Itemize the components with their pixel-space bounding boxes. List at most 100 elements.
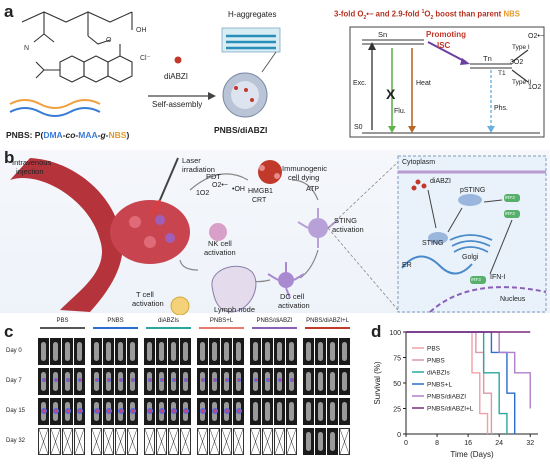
type1-arrow — [511, 49, 529, 63]
irf3-label-1: IRF3 — [505, 195, 515, 200]
mouse-image-cell — [233, 428, 244, 455]
mouse-image-cell — [274, 338, 285, 365]
mouse-silhouette — [318, 342, 323, 361]
mouse-silhouette — [212, 342, 217, 361]
mouse-image-cell — [209, 338, 220, 365]
tumor-signal — [224, 378, 229, 382]
mouse-silhouette — [224, 342, 229, 361]
mouse-image-cell — [286, 398, 297, 425]
mouse-image-cell — [91, 338, 102, 365]
legend-label: PNBS — [427, 358, 445, 365]
mouse-image-cell — [339, 398, 350, 425]
group-label: PBS — [56, 318, 69, 324]
group-color-bar — [252, 327, 297, 329]
mouse-image-cell — [115, 368, 126, 395]
polymer-g: -g- — [97, 130, 109, 140]
mouse-image-cell — [115, 428, 126, 455]
panel-c-letter: c — [4, 322, 14, 341]
mouse-image-cell — [274, 398, 285, 425]
mouse-image-cell — [62, 398, 73, 425]
mouse-image-cell — [303, 428, 314, 455]
x-axis-label: Time (Days) — [450, 450, 494, 459]
legend-label: PBS — [427, 346, 441, 353]
dc-cell-graphic — [267, 262, 305, 299]
mouse-silhouette — [41, 342, 46, 361]
mouse-image-cell — [103, 338, 114, 365]
mouse-image-cell — [250, 368, 261, 395]
immunogenic-label: Immunogenic — [282, 164, 328, 173]
mouse-image-cell — [339, 428, 350, 455]
mouse-image-cell — [262, 428, 273, 455]
tumor-signal — [170, 408, 177, 414]
mouse-image-cell — [286, 428, 297, 455]
promoting-label: Promoting — [426, 30, 466, 39]
polymer-formula: PNBS: P(DMA-co-MAA-g-NBS) — [6, 130, 129, 140]
laser-fiber — [159, 157, 179, 201]
irf3-label-3: IRF3 — [471, 277, 481, 282]
sting-label: STING — [422, 240, 444, 247]
mouse-image-cell — [38, 428, 49, 455]
mouse-image-cell — [168, 428, 179, 455]
mouse-silhouette — [130, 342, 135, 361]
mouse-image-cell — [62, 428, 73, 455]
fluorescence-quenched-mark: X — [386, 86, 396, 102]
pdt-label: PDT — [206, 172, 221, 181]
mouse-image-cell — [74, 398, 85, 425]
mouse-image-cell — [315, 368, 326, 395]
diabzi-dot-2 — [421, 183, 427, 189]
arrow-sting-to-psting — [447, 207, 463, 233]
group-color-bar — [93, 327, 138, 329]
mouse-image-cell — [221, 428, 232, 455]
h-aggregates-stacks — [226, 34, 276, 50]
tumor-signal — [212, 378, 217, 382]
er-label: ER — [402, 262, 412, 269]
superoxide-label: O2•− — [212, 182, 228, 189]
diabzi-cytoplasm-label: diABZI — [430, 178, 452, 185]
mouse-image-cell — [115, 398, 126, 425]
tumor-signal — [183, 378, 188, 382]
assembly-arrowhead — [208, 92, 216, 100]
isc-label: ISC — [437, 41, 451, 50]
dying-cell-graphic — [258, 160, 282, 184]
mouse-silhouette — [306, 402, 311, 421]
diabzi-dot-3 — [411, 185, 417, 191]
mouse-silhouette — [253, 402, 258, 421]
day-label: Day 0 — [6, 348, 22, 354]
jablonski-tn: Tn — [483, 54, 492, 63]
legend-label: PNBS/diABZI+L — [427, 406, 474, 413]
mouse-image-cell — [127, 398, 138, 425]
mouse-image-cell — [250, 428, 261, 455]
polymer-maa: MAA — [78, 130, 98, 140]
mouse-image-cell — [50, 338, 61, 365]
mouse-silhouette — [118, 342, 123, 361]
mouse-silhouette — [236, 342, 241, 361]
y-tick-label: 25 — [393, 407, 401, 414]
irradiation-label: irradiation — [182, 165, 215, 174]
arrow-sting-to-dc — [299, 249, 319, 279]
mouse-image-cell — [262, 398, 273, 425]
legend-label: diABZIs — [427, 370, 451, 377]
jablonski-s0: S0 — [354, 124, 363, 131]
energy-levels — [362, 39, 540, 134]
nanoparticle-graphic — [222, 72, 268, 118]
flu-label: Flu. — [394, 108, 406, 115]
mouse-silhouette — [171, 342, 176, 361]
diabzi-label: diABZI — [164, 72, 189, 81]
o2-radical-label: O2•− — [528, 33, 544, 40]
mouse-silhouette — [289, 342, 294, 361]
day-label: Day 32 — [6, 438, 26, 444]
type2-arrow — [511, 69, 529, 83]
mouse-image-cell — [103, 398, 114, 425]
mouse-image-cell — [197, 428, 208, 455]
mouse-image-cell — [144, 338, 155, 365]
tumor-signal — [117, 408, 124, 414]
mouse-silhouette — [77, 342, 82, 361]
panel-a-letter: a — [4, 2, 14, 21]
tumor-signal — [40, 408, 47, 414]
cell-dying-label: cell dying — [288, 173, 320, 182]
sting-activation-label-2: activation — [332, 225, 364, 234]
tumor-signal — [93, 408, 100, 414]
tumor-signal — [94, 378, 99, 382]
tumor-signal — [118, 378, 123, 382]
mouse-image-cell — [315, 338, 326, 365]
